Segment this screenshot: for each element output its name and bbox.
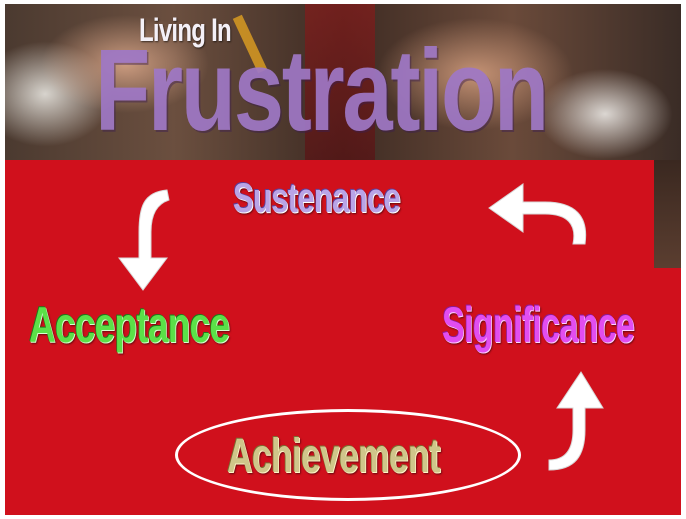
cycle-label-sustenance: Sustenance [233, 174, 401, 221]
curved-arrow-left-icon [488, 183, 587, 245]
cycle-label-significance: Significance [442, 297, 635, 353]
slide: Living In Frustration Sustenance Accepta… [5, 4, 681, 515]
curved-arrow-up-icon [548, 371, 604, 471]
title-line-2: Frustration [95, 25, 549, 155]
photo-tie [305, 4, 375, 160]
cycle-label-acceptance: Acceptance [29, 297, 230, 353]
cycle-label-achievement: Achievement [227, 430, 441, 483]
header-photo: Living In Frustration [5, 4, 681, 160]
curved-arrow-down-icon [118, 189, 170, 291]
title-line-1: Living In [139, 12, 232, 48]
photo-notch [654, 160, 681, 268]
achievement-ellipse [175, 409, 521, 501]
